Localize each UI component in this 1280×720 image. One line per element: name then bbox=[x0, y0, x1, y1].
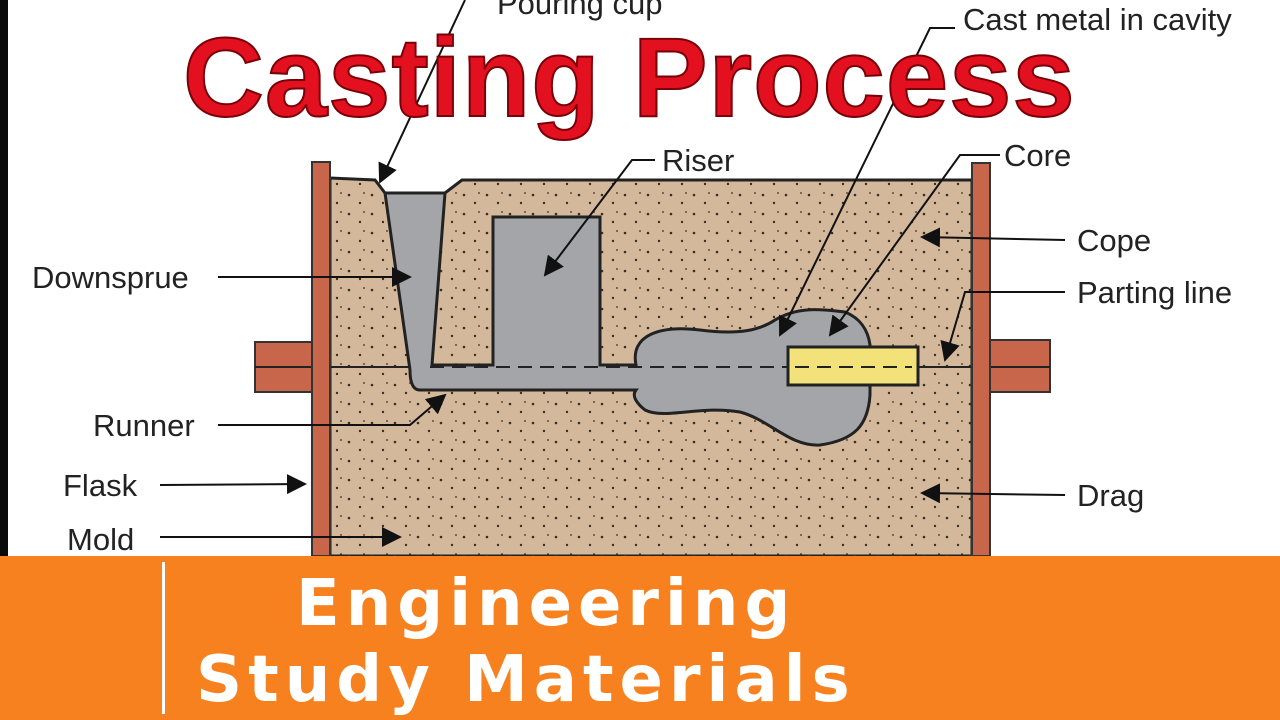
label-parting-line: Parting line bbox=[1077, 275, 1232, 310]
banner-divider bbox=[162, 562, 165, 714]
banner: Engineering Study Materials bbox=[0, 556, 1280, 720]
label-runner: Runner bbox=[93, 408, 195, 443]
label-cope: Cope bbox=[1077, 223, 1151, 258]
label-pouring-cup: Pouring cup bbox=[497, 0, 662, 21]
casting-diagram: Pouring cup Riser Cast metal in cavity C… bbox=[32, 0, 1232, 556]
label-core: Core bbox=[1004, 138, 1071, 173]
label-flask: Flask bbox=[63, 468, 138, 503]
page-title: Casting Process bbox=[182, 15, 1076, 140]
left-border bbox=[0, 0, 8, 556]
banner-line-1: Engineering bbox=[296, 567, 797, 641]
label-downsprue: Downsprue bbox=[32, 260, 189, 295]
label-mold: Mold bbox=[67, 522, 134, 556]
cast-metal bbox=[383, 191, 872, 447]
label-riser: Riser bbox=[662, 143, 734, 178]
flask-right bbox=[971, 162, 991, 556]
label-drag: Drag bbox=[1077, 478, 1144, 513]
flask-left bbox=[311, 161, 331, 556]
banner-line-2: Study Materials bbox=[196, 643, 856, 717]
label-cast-metal: Cast metal in cavity bbox=[963, 2, 1232, 37]
